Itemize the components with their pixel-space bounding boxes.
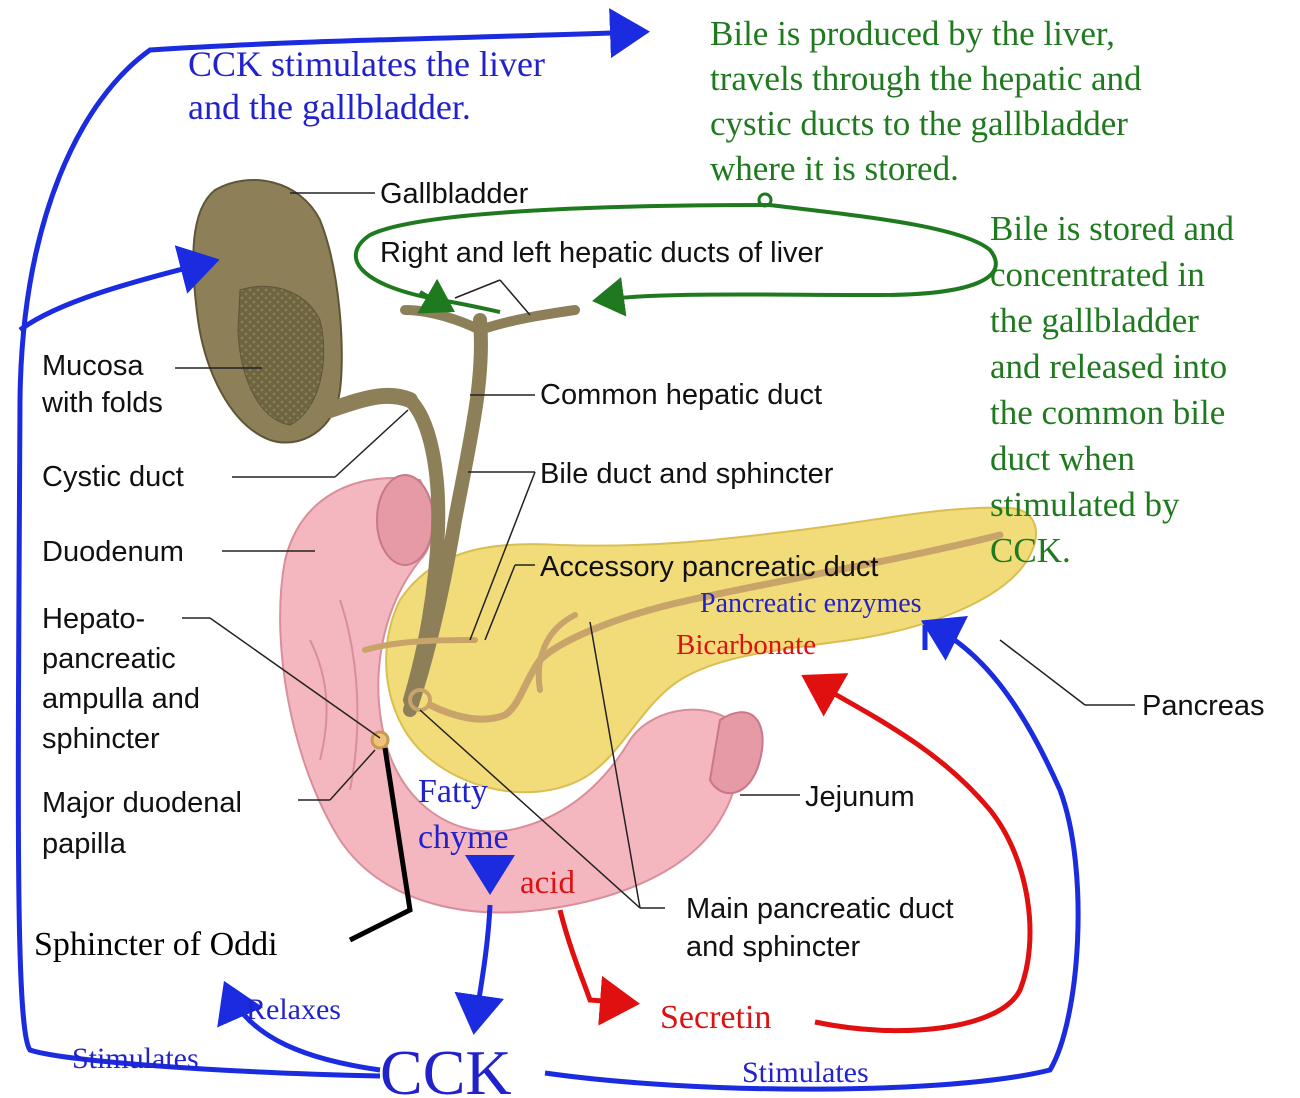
label-hepato-4: sphincter: [42, 723, 160, 755]
note-bile-stored-6: duct when: [990, 439, 1135, 478]
label-hepatic-ducts: Right and left hepatic ducts of liver: [380, 237, 824, 269]
cck-to-gallbladder-arrow: [20, 262, 210, 330]
note-bile-produced-1: Bile is produced by the liver,: [710, 14, 1115, 53]
label-bile-duct: Bile duct and sphincter: [540, 458, 834, 490]
label-mucosa-2: with folds: [41, 387, 163, 419]
note-bile-produced-2: travels through the hepatic and: [710, 59, 1142, 98]
label-main-duct-2: and sphincter: [686, 931, 860, 963]
secretin-to-bicarbonate-arrow: [810, 680, 1030, 1031]
note-secretin: Secretin: [660, 999, 771, 1036]
label-cystic-duct: Cystic duct: [42, 461, 184, 493]
chyme-to-cck-arrow: [475, 905, 490, 1025]
note-relaxes: Relaxes: [246, 993, 341, 1026]
label-main-duct-1: Main pancreatic duct: [686, 893, 954, 925]
note-bile-stored-8: CCK.: [990, 531, 1071, 570]
note-bile-stored-4: and released into: [990, 347, 1227, 386]
label-major-papilla-1: Major duodenal: [42, 787, 242, 819]
label-mucosa-1: Mucosa: [42, 350, 144, 382]
label-hepato-3: ampulla and: [42, 683, 200, 715]
label-pancreas: Pancreas: [1142, 690, 1265, 722]
note-bicarbonate: Bicarbonate: [676, 629, 816, 661]
label-hepato-2: pancreatic: [42, 643, 176, 675]
label-duodenum: Duodenum: [42, 536, 184, 568]
note-cck: CCK: [380, 1037, 512, 1098]
note-fatty: Fatty: [418, 773, 488, 810]
note-bile-stored-2: concentrated in: [990, 255, 1205, 294]
acid-to-secretin-arrow: [560, 910, 630, 1003]
note-stimulates-right: Stimulates: [742, 1056, 869, 1089]
note-acid: acid: [520, 865, 575, 901]
note-pancreatic-enzymes: Pancreatic enzymes: [700, 588, 922, 619]
note-bile-stored-1: Bile is stored and: [990, 209, 1234, 248]
note-cck-liver-1: CCK stimulates the liver: [188, 44, 545, 84]
note-bile-stored-3: the gallbladder: [990, 301, 1199, 340]
note-stimulates-left: Stimulates: [72, 1042, 199, 1075]
label-major-papilla-2: papilla: [42, 828, 127, 860]
label-gallbladder: Gallbladder: [380, 178, 529, 210]
gallbladder-shape: [193, 180, 410, 443]
note-bile-produced-3: cystic ducts to the gallbladder: [710, 104, 1128, 143]
note-cck-liver-2: and the gallbladder.: [188, 87, 471, 127]
label-accessory-duct: Accessory pancreatic duct: [540, 551, 878, 583]
note-chyme: chyme: [418, 819, 509, 856]
note-bile-produced-4: where it is stored.: [710, 149, 959, 188]
label-jejunum: Jejunum: [805, 781, 915, 813]
note-bile-stored-5: the common bile: [990, 393, 1225, 432]
note-sphincter-oddi: Sphincter of Oddi: [34, 926, 278, 963]
label-common-hepatic: Common hepatic duct: [540, 379, 822, 411]
note-bile-stored-7: stimulated by: [990, 485, 1180, 524]
label-hepato-1: Hepato-: [42, 603, 145, 635]
